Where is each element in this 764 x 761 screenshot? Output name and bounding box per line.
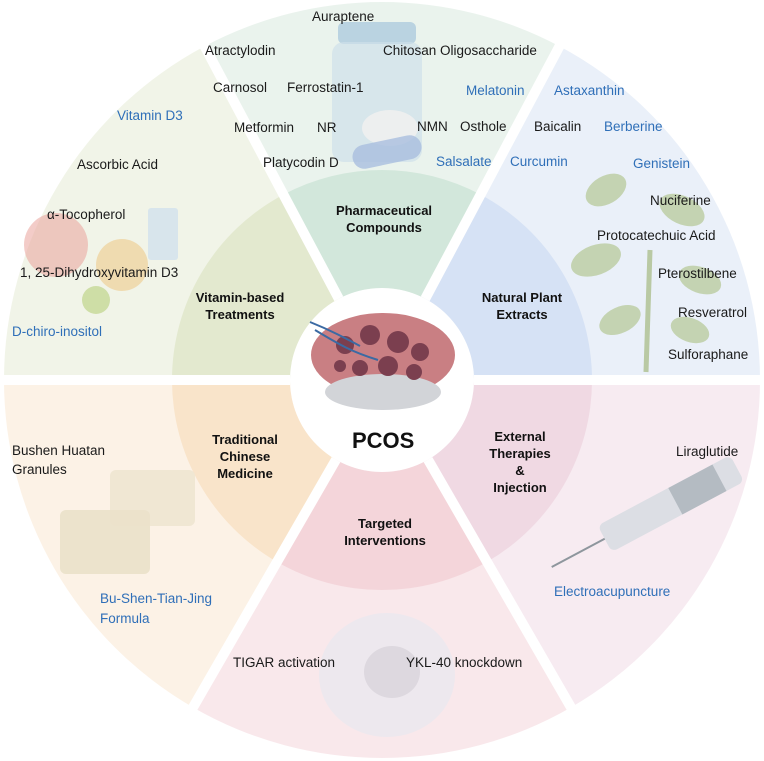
item-pterostilbene: Pterostilbene [658,266,737,281]
item-nuciferine: Nuciferine [650,193,711,208]
blood-vessel-icon [309,321,379,361]
follicle-icon-2 [387,331,409,353]
item-carnosol: Carnosol [213,80,268,95]
item-genistein: Genistein [633,156,691,171]
item-curcumin: Curcumin [510,154,568,169]
syringe-fluid-icon [668,464,727,515]
category-external-therapies: External Therapies & Injection [470,428,570,496]
item-chitosan-oligosaccharide: Chitosan Oligosaccharide [383,43,537,58]
sector-pharma-inner [283,170,481,299]
category-vitamin-line2: Treatments [205,307,275,322]
category-tcm-line2: Chinese [219,449,271,464]
category-targeted-interventions: Targeted Interventions [330,515,440,549]
follicle-icon-7 [334,360,346,372]
syringe-icon [551,457,743,568]
item-platycodin-d: Platycodin D [263,155,339,170]
item-vitamin-d3: Vitamin D3 [117,108,183,123]
melon-icon [96,239,148,291]
sector-external-inner [428,380,592,562]
syringe-needle-icon [551,537,606,568]
item-atractylodin: Atractylodin [205,43,276,58]
category-plant-extracts: Natural Plant Extracts [462,289,582,323]
item-bushen-huatan-line1: Bushen Huatan [12,443,106,458]
category-targeted-line1: Targeted [358,516,412,531]
cell-nucleus-icon [364,646,420,698]
plant-leaf-icon-4 [599,304,641,336]
sector-divider-4 [186,457,341,714]
item-bu-shen-tian-jing-line1: Bu-Shen-Tian-Jing [100,591,213,606]
category-tcm-line1: Traditional [212,432,278,447]
sector-tcm-inner [172,380,336,562]
item-d-chiro-inositol: D-chiro-inositol [12,324,103,339]
category-external-line3: & [515,463,525,478]
center-title-pcos: PCOS [352,428,415,453]
item-metformin: Metformin [234,120,295,135]
follicle-icon-4 [352,360,368,376]
sector-plant-inner [425,194,592,380]
item-ascorbic-acid: Ascorbic Acid [77,157,159,172]
follicle-icon-5 [378,356,398,376]
sector-divider-3 [423,457,578,714]
item-nmn: NMN [417,119,448,134]
category-vitamin: Vitamin-based Treatments [180,289,300,323]
category-plant-line2: Extracts [496,307,548,322]
plant-leaf-icon-2 [571,243,621,277]
category-pharmaceutical-line1: Pharmaceutical [335,203,433,218]
plant-stem-icon [643,249,653,373]
capsule-icon [352,135,422,169]
item-auraptene: Auraptene [312,9,375,24]
category-pharmaceutical-line2: Compounds [346,220,422,235]
item-tigar-activation: TIGAR activation [233,655,336,670]
sector-divider-1 [420,40,566,302]
plant-leaf-icon-5 [670,316,710,344]
item-osthole: Osthole [460,119,507,134]
item-bu-shen-tian-jing-line2: Formula [100,611,150,626]
milk-carton-icon [148,208,178,260]
item-astaxanthin: Astaxanthin [554,83,625,98]
category-pharmaceutical: Pharmaceutical Compounds [310,202,458,236]
ovary-base-icon [325,374,441,410]
item-protocatechuic-acid: Protocatechuic Acid [597,228,716,243]
sector-targeted-inner [277,459,487,591]
category-plant-line1: Natural Plant [481,290,563,305]
category-vitamin-line1: Vitamin-based [195,290,285,305]
plant-leaf-icon-0 [585,173,627,207]
kiwi-icon [82,286,110,314]
herb-package-icon-2 [60,510,150,574]
item-berberine: Berberine [604,119,663,134]
follicle-icon-1 [360,325,380,345]
sector-vitamin-inner [172,194,339,380]
category-external-line1: External [494,429,546,444]
item-liraglutide: Liraglutide [676,444,739,459]
item-ykl40-knockdown: YKL-40 knockdown [406,655,523,670]
watermelon-icon [24,213,88,277]
category-external-line2: Therapies [489,446,551,461]
category-targeted-line2: Interventions [344,533,426,548]
item-sulforaphane: Sulforaphane [668,347,749,362]
item-salsalate: Salsalate [436,154,492,169]
category-tcm: Traditional Chinese Medicine [190,431,300,482]
follicle-icon-6 [406,364,422,380]
category-tcm-line3: Medicine [217,466,273,481]
plant-leaf-icon-1 [659,193,705,227]
item-melatonin: Melatonin [466,83,525,98]
item-electroacupuncture: Electroacupuncture [554,584,671,599]
item-baicalin: Baicalin [534,119,582,134]
item-resveratrol: Resveratrol [678,305,748,320]
item-alpha-tocopherol: α-Tocopherol [47,207,126,222]
category-external-line4: Injection [493,480,547,495]
item-nr: NR [317,120,337,135]
item-ferrostatin: Ferrostatin-1 [287,80,364,95]
item-dihydroxyvitamin-d3: 1, 25-Dihydroxyvitamin D3 [20,265,179,280]
follicle-icon-3 [411,343,429,361]
sector-divider-0 [198,40,344,302]
item-bushen-huatan-line2: Granules [12,462,67,477]
pill-bottle-cap-icon [338,22,416,44]
plant-leaf-icon-3 [678,265,722,295]
